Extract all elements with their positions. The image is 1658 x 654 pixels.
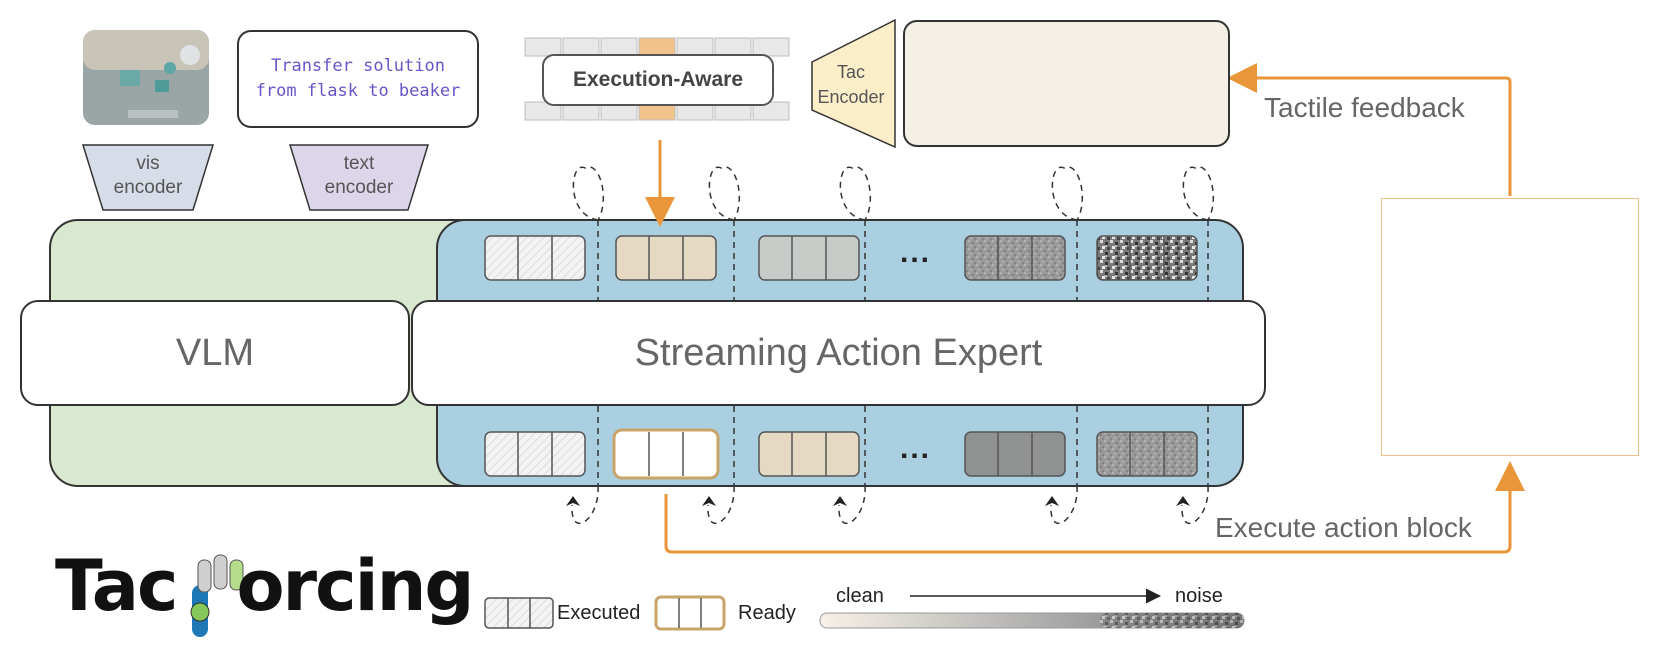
top-loops [572, 166, 1215, 221]
tac-encoder-label: Tac Encoder [817, 62, 885, 107]
bottom-ellipsis: ... [900, 432, 932, 465]
tactile-feedback-arrow [1227, 63, 1512, 196]
vlm-module: VLM [20, 300, 410, 406]
block-grey-bottom [964, 431, 1066, 477]
block-clean-top [615, 235, 717, 281]
legend-clean-label: clean [836, 585, 884, 607]
text-encoder-shape [288, 144, 430, 211]
block-ready-bottom [612, 428, 720, 480]
block-heavy-noise-top [1096, 235, 1198, 281]
vis-encoder-shape [81, 144, 215, 211]
legend-noise-label: noise [1175, 585, 1223, 607]
block-noise-bottom [1096, 431, 1198, 477]
bottom-row-blocks [484, 428, 1198, 480]
legend-executed-label: Executed [557, 602, 641, 624]
legend-ready-label: Ready [738, 602, 796, 624]
bottom-loops [571, 485, 1209, 525]
tacforcing-logo: Tac orcing [55, 545, 475, 627]
block-grey-top [758, 235, 860, 281]
logo-text-right: orcing [236, 545, 474, 627]
block-separators [597, 220, 1209, 486]
block-executed-top [484, 235, 586, 281]
legend-executed-block [484, 597, 554, 629]
tac-encoder-shape [811, 18, 896, 149]
robot-pipette-frame [1381, 198, 1639, 456]
block-noise-top [964, 235, 1066, 281]
top-row-blocks [484, 235, 1198, 281]
text-encoder-label: text encoder [324, 153, 394, 198]
logo-hand-icon [190, 554, 244, 637]
execute-action-arrow [664, 461, 1525, 554]
robot-hands-frame [903, 20, 1230, 147]
legend-ready-block [654, 595, 726, 631]
vis-encoder-label: vis encoder [113, 153, 183, 198]
execution-aware-grid [524, 37, 790, 121]
execution-aware-label: Execution-Aware [542, 54, 774, 106]
execute-action-block-label: Execute action block [1215, 512, 1472, 543]
block-executed-bottom [484, 431, 586, 477]
camera-scene-image [83, 30, 209, 125]
instruction-text-box: Transfer solution from flask to beaker [237, 30, 479, 128]
top-ellipsis: ... [900, 236, 932, 269]
block-clean-bottom [758, 431, 860, 477]
streaming-action-expert-module: Streaming Action Expert [411, 300, 1266, 406]
loop-arrowheads [566, 496, 1190, 506]
tactile-feedback-label: Tactile feedback [1264, 92, 1465, 123]
logo-text-left: Tac [55, 545, 178, 627]
